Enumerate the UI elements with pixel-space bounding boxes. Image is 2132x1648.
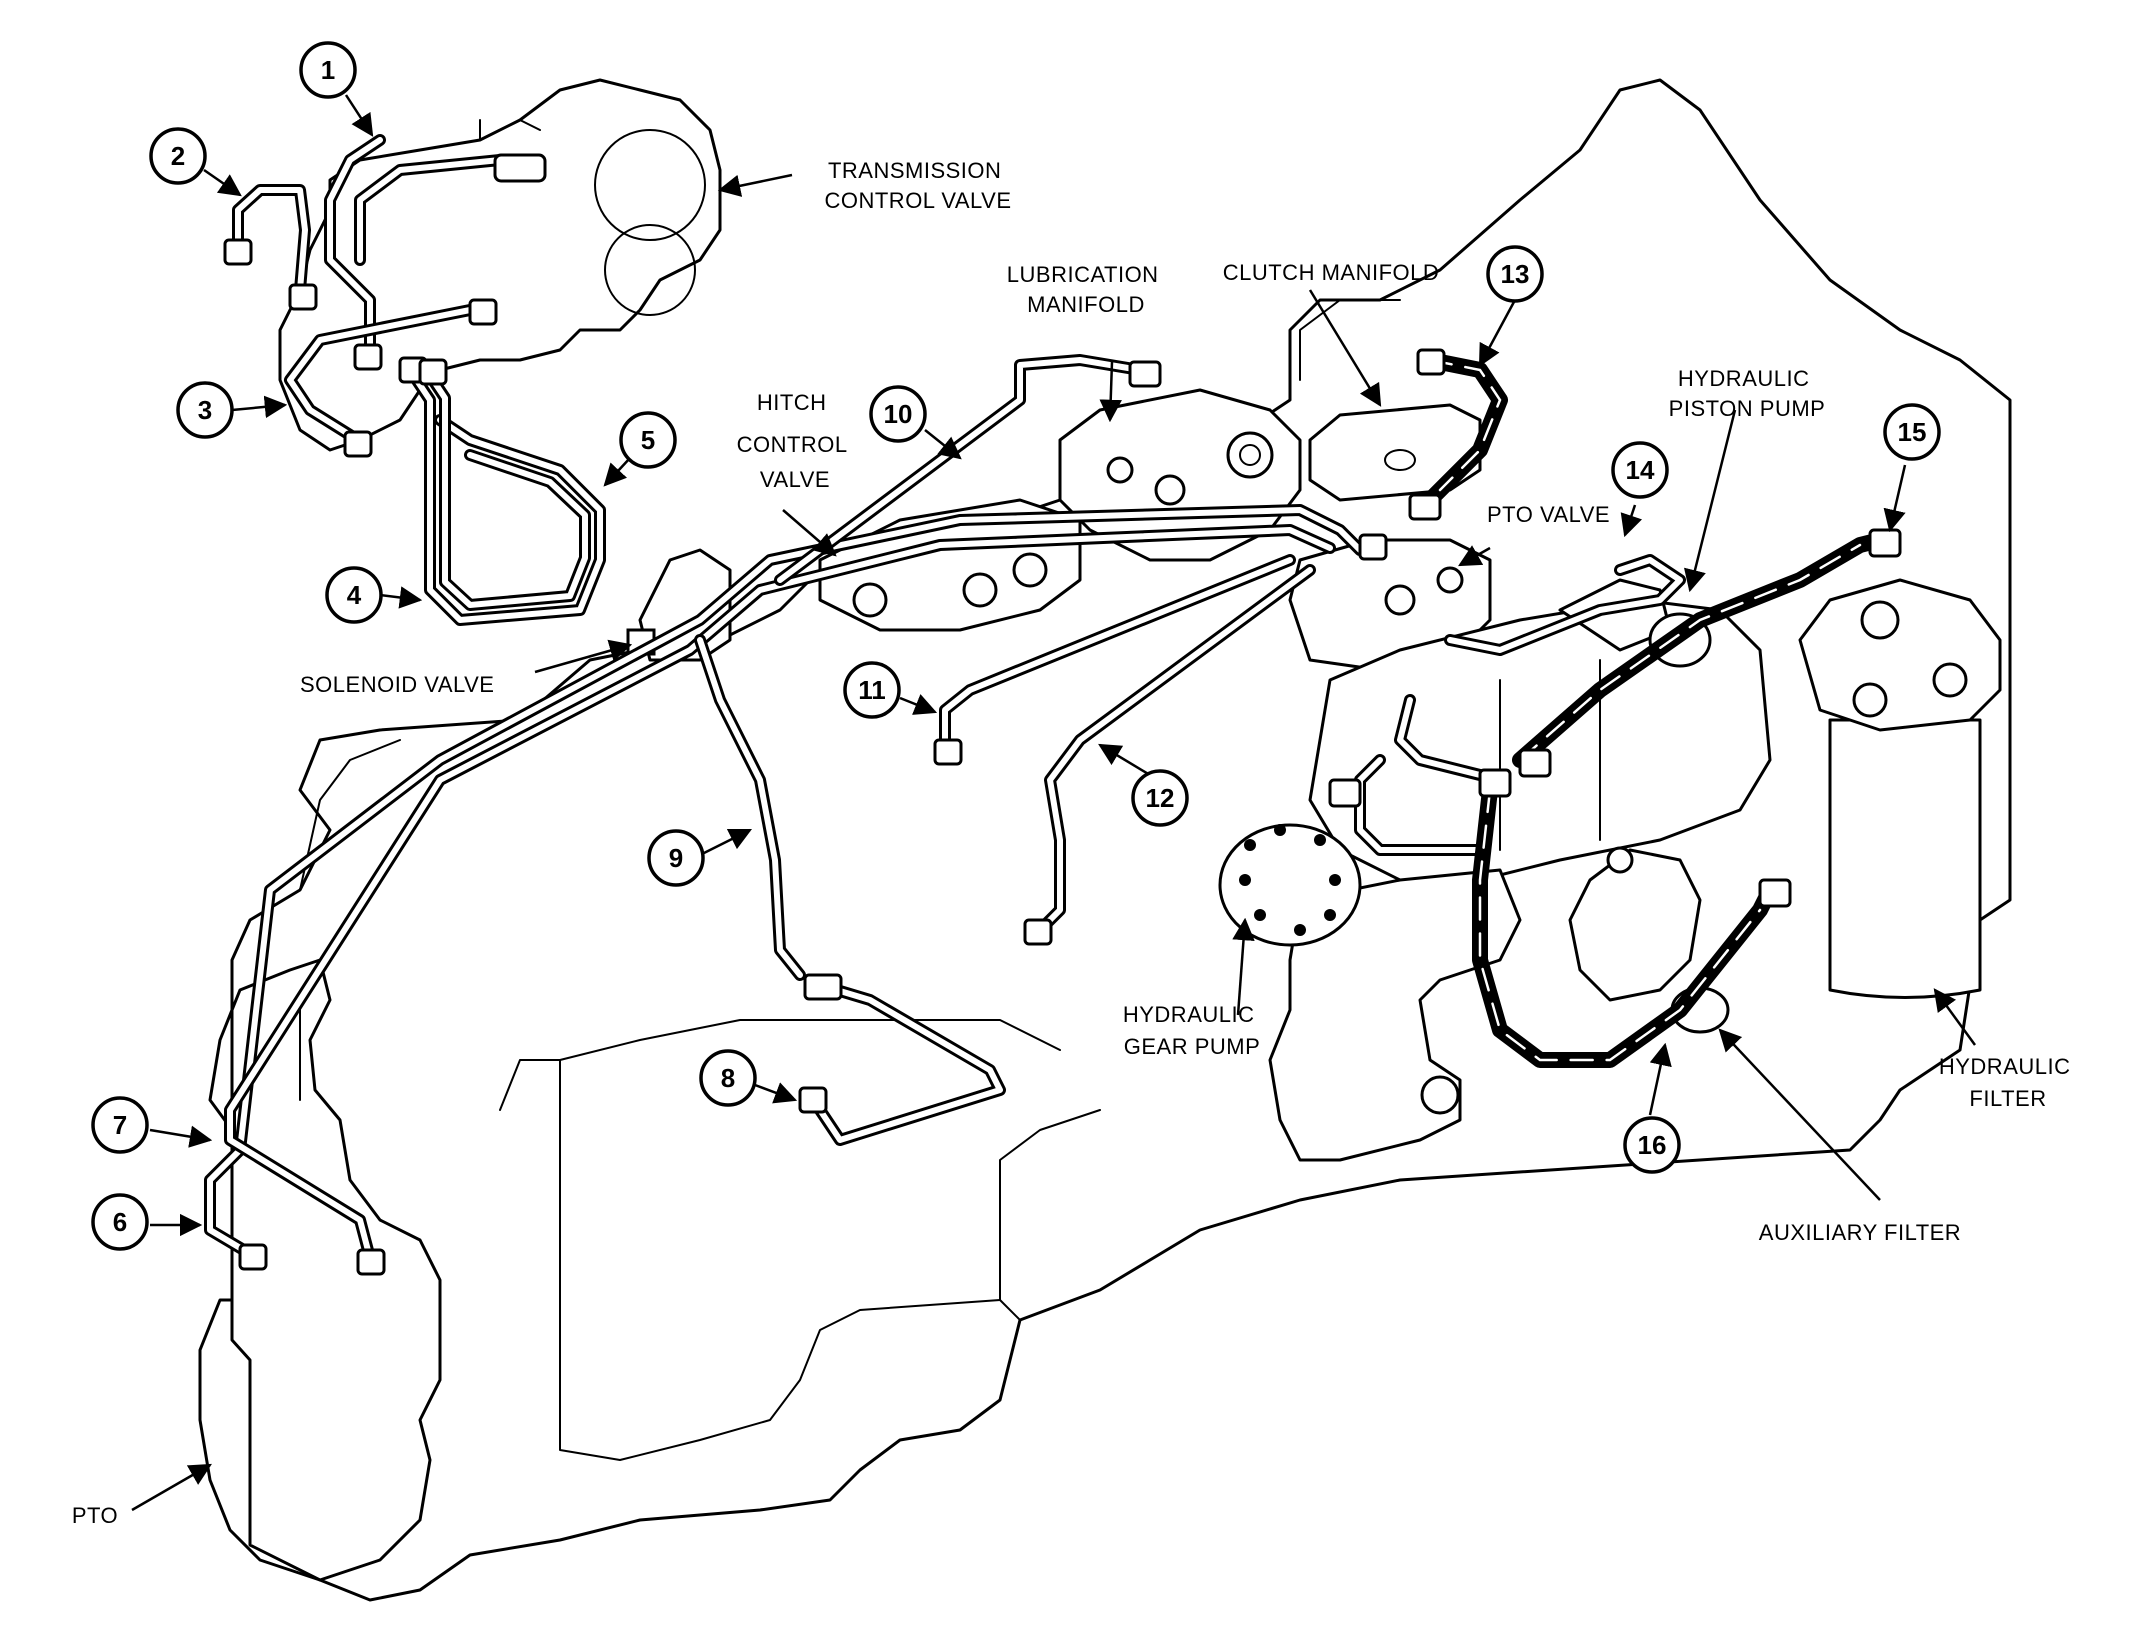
label-transmission-control-valve: TRANSMISSION CONTROL VALVE (824, 158, 1011, 213)
tube-line-12 (1034, 564, 1316, 936)
hoses (1412, 352, 1888, 1068)
callout-10: 10 (869, 385, 927, 443)
tube-lines (204, 134, 1686, 1264)
tube-line-11 (939, 554, 1296, 751)
label-lubrication-manifold: LUBRICATION MANIFOLD (1007, 262, 1165, 317)
tube-line-9 (694, 634, 806, 981)
clutch-manifold (1308, 403, 1482, 502)
label-hydraulic-gear-pump: HYDRAULIC GEAR PUMP (1123, 1002, 1261, 1059)
callout-11: 11 (843, 661, 901, 719)
svg-text:12: 12 (1146, 783, 1175, 813)
callout-1: 1 (299, 41, 357, 99)
tube-line-14 (1354, 554, 1686, 856)
svg-text:9: 9 (669, 843, 683, 873)
callout-12: 12 (1131, 769, 1189, 827)
tube-line-6-7 (204, 504, 1366, 1264)
callout-5: 5 (619, 411, 677, 469)
tube-line-10 (774, 354, 1146, 586)
svg-text:11: 11 (858, 675, 886, 705)
label-auxiliary-filter: AUXILIARY FILTER (1759, 1220, 1961, 1245)
tube-line-2 (232, 184, 311, 296)
callout-3: 3 (176, 381, 234, 439)
transmission-control-valve-outline (278, 78, 722, 452)
tube-line-3 (284, 304, 476, 446)
label-pto-valve: PTO VALVE (1487, 502, 1610, 527)
svg-text:16: 16 (1638, 1130, 1667, 1160)
label-pto: PTO (72, 1503, 118, 1528)
svg-text:8: 8 (721, 1063, 735, 1093)
label-hitch-control-valve: HITCH CONTROL VALVE (737, 390, 854, 492)
tube-line-1 (324, 134, 506, 356)
pto-housing-outline (198, 958, 442, 1582)
callout-2: 2 (149, 127, 207, 185)
callout-9: 9 (647, 829, 705, 887)
label-clutch-manifold: CLUTCH MANIFOLD (1223, 260, 1440, 285)
svg-text:15: 15 (1898, 417, 1927, 447)
hydraulic-gear-pump (1218, 823, 1522, 1162)
svg-text:6: 6 (113, 1207, 127, 1237)
callout-14: 14 (1611, 441, 1669, 499)
callout-6: 6 (91, 1193, 149, 1251)
auxiliary-filter (1568, 846, 1730, 1034)
svg-text:10: 10 (884, 399, 913, 429)
callout-15: 15 (1883, 403, 1941, 461)
svg-text:3: 3 (198, 395, 212, 425)
callout-8: 8 (699, 1049, 757, 1107)
hydraulic-filter (1798, 578, 2002, 999)
svg-text:13: 13 (1501, 259, 1530, 289)
tube-line-8 (804, 979, 1006, 1146)
callout-16: 16 (1623, 1116, 1681, 1174)
svg-text:14: 14 (1626, 455, 1655, 485)
tube-line-4-5 (404, 362, 606, 626)
component-labels: TRANSMISSION CONTROL VALVE LUBRICATION M… (72, 158, 2077, 1528)
svg-text:5: 5 (641, 425, 655, 455)
callout-4: 4 (325, 566, 383, 624)
callout-markers: 1 2 3 4 5 6 7 8 9 10 11 12 13 14 15 16 (91, 41, 1941, 1251)
label-solenoid-valve: SOLENOID VALVE (300, 672, 494, 697)
label-hydraulic-piston-pump: HYDRAULIC PISTON PUMP (1669, 366, 1826, 421)
callout-13: 13 (1486, 245, 1544, 303)
callout-7: 7 (91, 1096, 149, 1154)
label-hydraulic-filter: HYDRAULIC FILTER (1939, 1054, 2077, 1111)
svg-text:4: 4 (347, 580, 362, 610)
leader-lines (131, 94, 1977, 1512)
svg-text:7: 7 (113, 1110, 127, 1140)
svg-text:2: 2 (171, 141, 185, 171)
svg-text:1: 1 (321, 55, 335, 85)
